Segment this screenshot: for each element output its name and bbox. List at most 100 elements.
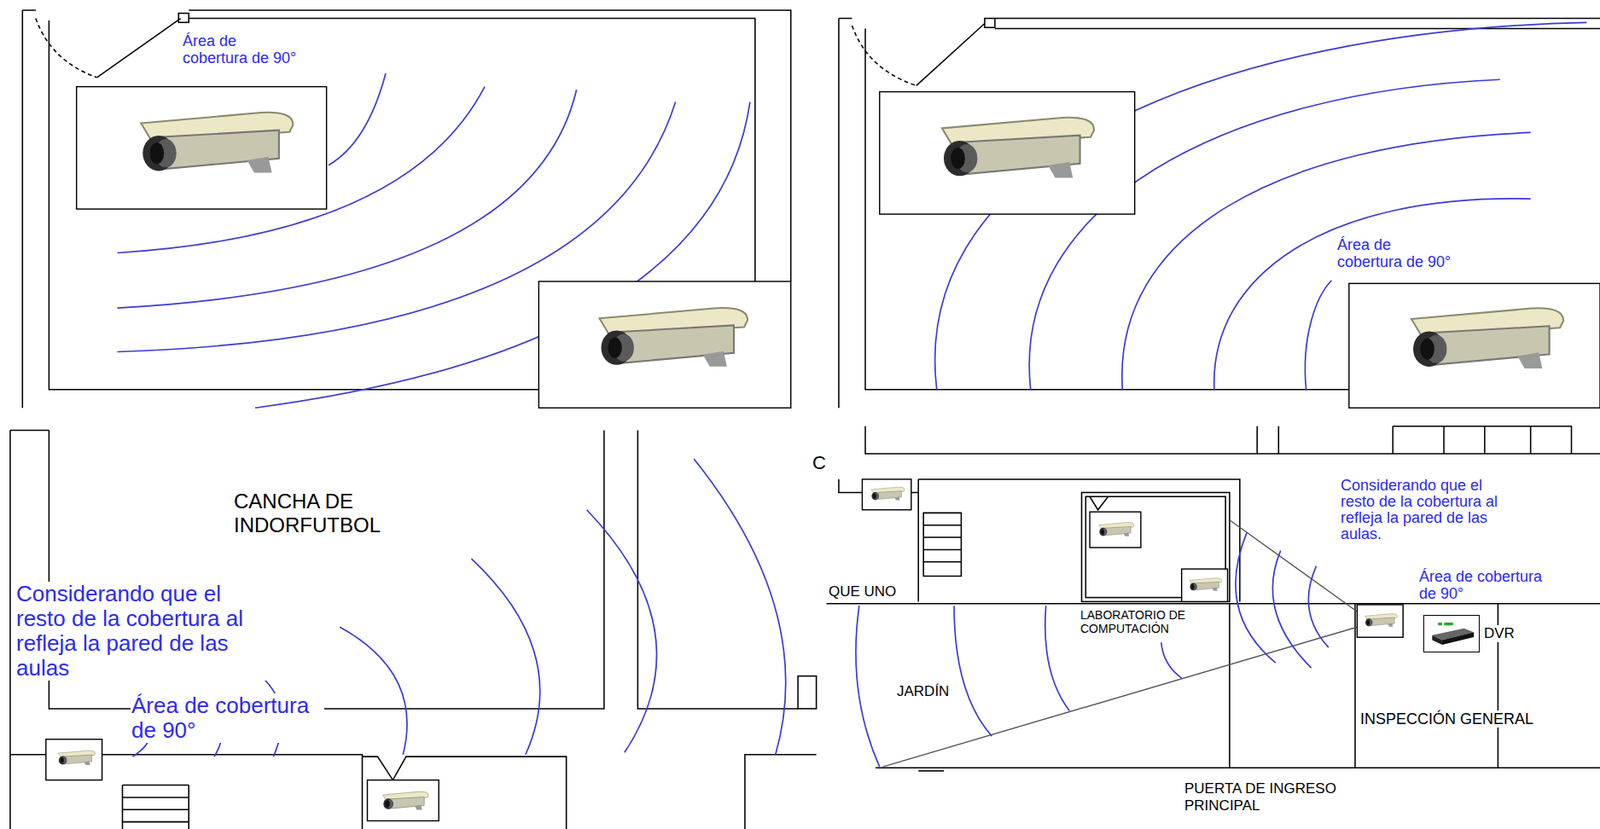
camera-box	[76, 87, 792, 409]
camera-icon	[599, 308, 748, 367]
building-walls	[826, 426, 1600, 772]
dvr-icon-part	[1443, 622, 1453, 626]
dvr-icon-part	[1431, 635, 1443, 646]
building-walls	[10, 430, 817, 829]
label-anchor: CANCHA DE INDORFUTBOL	[232, 489, 397, 538]
camera-box-part	[879, 92, 1135, 215]
building-walls-part	[1082, 492, 1230, 602]
coverage-arcs-part	[328, 73, 386, 166]
coverage-label: Área de cobertura de 90°	[130, 693, 325, 744]
dvr-icon	[1424, 616, 1479, 652]
coverage-arcs-part	[471, 558, 540, 756]
label-anchor: C	[811, 453, 827, 474]
building-walls-part	[1085, 496, 1226, 598]
building-walls-part	[797, 676, 817, 710]
label-anchor: Área de cobertura de 90°	[181, 32, 302, 67]
building-walls-part	[122, 785, 189, 829]
coverage-arcs	[855, 532, 1329, 768]
coverage-arcs-part	[693, 459, 786, 756]
label-anchor: QUE UNO	[827, 583, 897, 601]
coverage-arcs-part	[1304, 280, 1332, 390]
room-walls-part	[984, 18, 995, 29]
camera-box-part	[76, 87, 327, 210]
building-walls-part	[10, 430, 798, 829]
camera-icon	[140, 112, 293, 174]
camera-box-part	[1349, 283, 1600, 408]
room-walls-part	[35, 18, 98, 78]
coverage-note: Considerando que el resto de la cobertur…	[15, 581, 274, 681]
entrance-name: PUERTA DE INGRESO PRINCIPAL	[1183, 780, 1348, 815]
camera-box	[861, 479, 1403, 638]
building-walls-part	[1089, 496, 1109, 511]
label-anchor: INSPECCIÓN GENERAL	[1359, 710, 1535, 728]
camera-box	[46, 739, 439, 822]
camera-icon	[1411, 308, 1564, 369]
camera-box-part	[46, 739, 103, 781]
label-anchor: Considerando que el resto de la cobertur…	[15, 581, 274, 681]
camera-icon	[942, 117, 1094, 179]
coverage-label: Área de cobertura de 90°	[1336, 236, 1456, 271]
camera-icon	[58, 750, 95, 766]
dvr-icon-part	[1442, 632, 1474, 646]
label-anchor: PUERTA DE INGRESO PRINCIPAL	[1183, 780, 1348, 815]
room-walls-part	[178, 13, 189, 24]
dvr-box: DVR	[1423, 615, 1480, 653]
camera-icon	[383, 791, 429, 810]
coverage-lines-part	[882, 624, 1368, 768]
coverage-arcs-part	[1045, 605, 1070, 711]
camera-box-part	[1356, 605, 1403, 638]
camera-box-part	[538, 281, 791, 408]
room-walls	[22, 10, 791, 408]
building-walls-part	[918, 770, 944, 773]
room-walls-part	[838, 18, 1600, 409]
camera-icon	[1099, 523, 1135, 537]
camera-box	[879, 92, 1600, 409]
coverage-arcs-part	[1308, 566, 1329, 649]
coverage-arcs-part	[1272, 551, 1311, 669]
room-name: LABORATORIO DE COMPUTACIÓN	[1079, 608, 1218, 636]
label-anchor: Considerando que el resto de la cobertur…	[1339, 477, 1508, 543]
label-anchor: LABORATORIO DE COMPUTACIÓN	[1079, 608, 1218, 636]
coverage-label: Área de cobertura de 90°	[1418, 568, 1557, 603]
room-walls-part	[916, 23, 985, 86]
room-walls-part	[22, 10, 791, 408]
building-walls-part	[923, 512, 961, 576]
coverage-note: Considerando que el resto de la cobertur…	[1339, 477, 1508, 543]
camera-icon	[871, 487, 905, 501]
coverage-arcs-part	[587, 510, 658, 754]
room-walls-part	[851, 25, 916, 87]
coverage-label: Área de cobertura de 90°	[181, 32, 302, 67]
room-walls-part	[97, 18, 181, 78]
room-walls	[838, 18, 1600, 409]
coverage-arcs-part	[1161, 642, 1182, 679]
area-name: QUE UNO	[827, 583, 897, 601]
label-anchor: Área de cobertura de 90°	[130, 693, 325, 744]
coverage-lines	[882, 520, 1368, 768]
building-walls-part	[838, 479, 1240, 602]
camera-box-part	[861, 479, 911, 511]
camera-icon	[1365, 614, 1398, 628]
coverage-arcs-part	[339, 627, 408, 755]
room-name: INSPECCIÓN GENERAL	[1359, 710, 1535, 728]
dvr-icon-part	[1437, 622, 1443, 626]
building-walls-part	[865, 426, 1600, 454]
device-name: DVR	[1483, 625, 1515, 643]
area-name: CANCHA DE INDORFUTBOL	[232, 489, 397, 538]
camera-box-part	[1181, 569, 1228, 602]
coverage-arcs-part	[855, 605, 880, 768]
cut-off-letter: C	[811, 453, 827, 474]
coverage-arcs-part	[954, 605, 992, 737]
label-anchor: Área de cobertura de 90°	[1418, 568, 1557, 603]
label-anchor: Área de cobertura de 90°	[1336, 236, 1456, 271]
area-name: JARDÍN	[896, 683, 950, 701]
camera-icon	[1189, 578, 1222, 592]
building-walls-part	[744, 755, 817, 829]
coverage-arcs-part	[1235, 532, 1276, 664]
coverage-arcs	[117, 73, 751, 408]
building-walls-part	[826, 604, 1600, 768]
camera-box-part	[1089, 512, 1141, 548]
camera-box-part	[366, 780, 439, 822]
label-anchor: JARDÍN	[896, 683, 950, 701]
building-walls-part	[1256, 426, 1571, 454]
